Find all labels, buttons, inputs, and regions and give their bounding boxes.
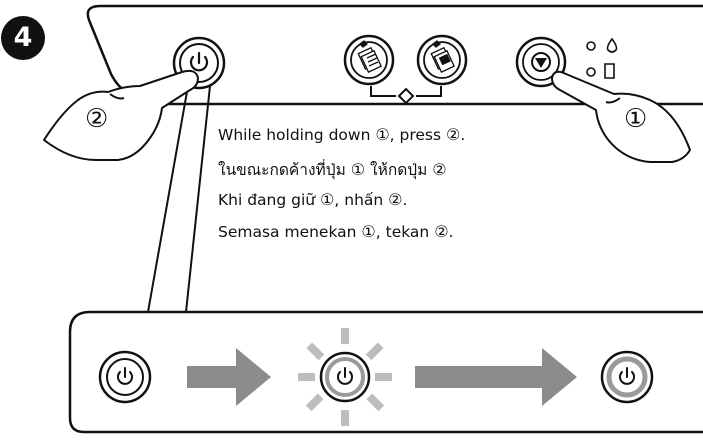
left-hand-illustration bbox=[43, 69, 199, 161]
power-button-flashing bbox=[298, 328, 392, 426]
power-icon bbox=[117, 367, 133, 385]
power-icon bbox=[337, 367, 353, 385]
copy-buttons-bracket bbox=[370, 86, 442, 105]
flashing-light-icon bbox=[298, 328, 392, 426]
right-arrow-icon bbox=[187, 348, 271, 406]
instruction-vietnamese: Khi đang giữ ①, nhấn ②. bbox=[218, 190, 408, 209]
stop-icon bbox=[531, 52, 551, 72]
paper-icon bbox=[604, 63, 615, 79]
copy-color-button[interactable] bbox=[416, 34, 468, 86]
copy-color-icon bbox=[430, 40, 456, 73]
paper-status-light bbox=[586, 67, 596, 77]
step-number-badge: 4 bbox=[1, 16, 45, 60]
right-arrow-icon bbox=[415, 348, 577, 406]
callout-power: ② bbox=[85, 104, 109, 134]
callout-stop: ① bbox=[624, 104, 648, 134]
instruction-malay: Semasa menekan ①, tekan ②. bbox=[218, 222, 454, 241]
instruction-thai: ในขณะกดค้างที่ปุ่ม ① ให้กดปุ่ม ② bbox=[218, 160, 447, 179]
power-icon bbox=[619, 367, 635, 385]
power-icon bbox=[189, 51, 209, 72]
ink-drop-icon bbox=[606, 37, 618, 53]
power-button-on bbox=[600, 350, 654, 404]
power-button-off bbox=[98, 350, 152, 404]
right-hand-illustration bbox=[551, 70, 691, 163]
instruction-english: While holding down ①, press ②. bbox=[218, 125, 466, 144]
zoom-pointer-lines bbox=[147, 85, 211, 313]
detail-panel-outline bbox=[68, 310, 703, 434]
power-status-light bbox=[586, 41, 596, 51]
copy-bw-button[interactable] bbox=[343, 34, 395, 86]
copy-bw-icon bbox=[357, 40, 383, 73]
